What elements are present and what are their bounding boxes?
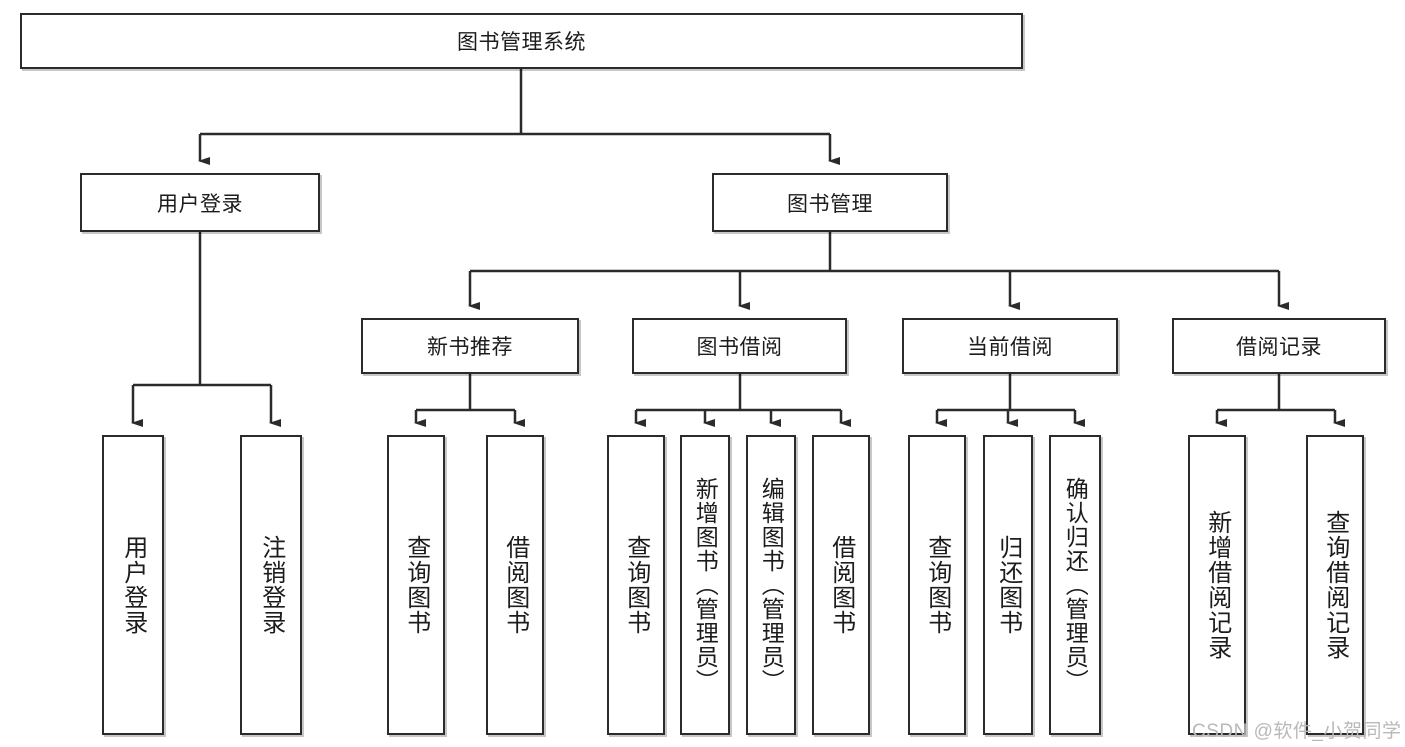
node-label: 查询图书 — [923, 535, 951, 635]
node-leaf-user-logout[interactable]: 注销登录 — [240, 435, 302, 735]
node-label: 确认归还（管理员） — [1062, 477, 1089, 693]
node-book-borrow[interactable]: 图书借阅 — [632, 318, 847, 374]
node-label: 图书借阅 — [696, 336, 783, 359]
node-leaf-add-record[interactable]: 新增借阅记录 — [1188, 435, 1246, 735]
node-leaf-query-book-1[interactable]: 查询图书 — [387, 435, 445, 735]
watermark-label: CSDN @软件_小贺同学 — [1192, 721, 1402, 742]
node-label: 当前借阅 — [967, 336, 1053, 359]
node-leaf-user-login[interactable]: 用户登录 — [102, 435, 164, 735]
node-label: 编辑图书（管理员） — [758, 477, 785, 693]
node-label: 归还图书 — [994, 535, 1022, 635]
node-label: 注销登录 — [257, 535, 285, 635]
node-label: 查询图书 — [622, 535, 650, 635]
node-leaf-borrow-book-2[interactable]: 借阅图书 — [812, 435, 870, 735]
node-label: 新书推荐 — [427, 336, 513, 359]
node-label: 查询借阅记录 — [1321, 510, 1349, 660]
node-label: 用户登录 — [119, 535, 147, 635]
node-leaf-query-book-3[interactable]: 查询图书 — [908, 435, 966, 735]
node-label: 用户登录 — [157, 192, 243, 216]
node-leaf-query-book-2[interactable]: 查询图书 — [607, 435, 665, 735]
node-new-book-rec[interactable]: 新书推荐 — [361, 318, 579, 374]
node-label: 查询图书 — [402, 535, 430, 635]
node-label: 借阅图书 — [501, 535, 529, 635]
node-label: 新增图书（管理员） — [692, 477, 719, 693]
node-current-borrow[interactable]: 当前借阅 — [902, 318, 1118, 374]
node-book-manage[interactable]: 图书管理 — [712, 173, 948, 232]
node-label: 借阅图书 — [827, 535, 855, 635]
node-leaf-borrow-book-1[interactable]: 借阅图书 — [486, 435, 544, 735]
node-root-system[interactable]: 图书管理系统 — [20, 13, 1023, 69]
node-leaf-edit-book[interactable]: 编辑图书（管理员） — [746, 435, 796, 735]
node-leaf-confirm-return[interactable]: 确认归还（管理员） — [1049, 435, 1101, 735]
node-borrow-record[interactable]: 借阅记录 — [1172, 318, 1386, 374]
node-leaf-query-record[interactable]: 查询借阅记录 — [1306, 435, 1364, 735]
node-leaf-add-book[interactable]: 新增图书（管理员） — [680, 435, 730, 735]
node-leaf-return-book[interactable]: 归还图书 — [983, 435, 1033, 735]
node-user-login[interactable]: 用户登录 — [80, 173, 320, 232]
node-label: 图书管理 — [787, 192, 873, 216]
node-label: 借阅记录 — [1236, 336, 1322, 359]
node-label: 新增借阅记录 — [1203, 510, 1231, 660]
